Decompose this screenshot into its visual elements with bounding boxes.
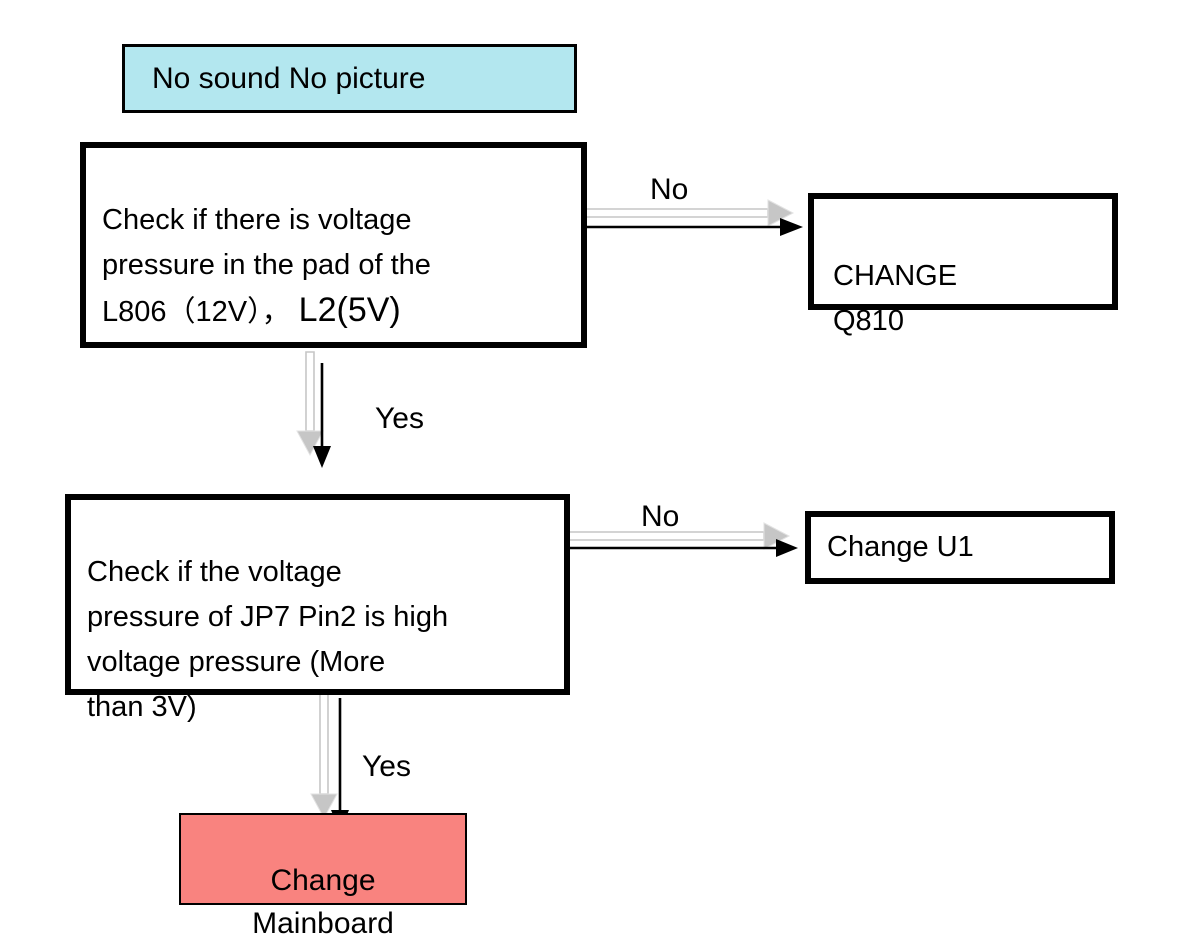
l2-text: L2(5V): [298, 291, 401, 329]
start-node-no-sound-no-picture: No sound No picture: [122, 44, 577, 113]
arrow-head: [780, 218, 803, 236]
arrow-shadow-head: [763, 522, 791, 550]
edge-label-yes-2: Yes: [362, 750, 411, 783]
action-node-text: CHANGE Q810: [833, 260, 958, 337]
arrow-shadow-head: [767, 199, 795, 227]
decision-node-text: Check if the voltage pressure of JP7 Pin…: [87, 556, 449, 723]
action-node-text: Change U1: [827, 531, 974, 563]
action-node-change-u1: Change U1: [805, 511, 1115, 584]
action-node-change-q810: CHANGE Q810: [808, 193, 1118, 337]
arrow-yes-to-mainboard: [310, 685, 349, 832]
arrow-head: [776, 539, 798, 557]
decision-node-check-voltage-l806-l2: Check if there is voltage pressure in th…: [80, 142, 587, 348]
start-node-label: No sound No picture: [152, 62, 426, 95]
edge-label-no-1: No: [650, 173, 689, 206]
l806-text: L806（12V），: [102, 296, 299, 328]
edge-label-no-2: No: [641, 500, 680, 533]
arrow-head: [313, 446, 331, 468]
action-node-change-mainboard: Change Mainboard: [179, 813, 467, 940]
decision-node-text: Check if there is voltage pressure in th…: [102, 204, 431, 281]
edge-label-yes-1: Yes: [375, 402, 424, 435]
arrow-shadow-head: [296, 430, 324, 457]
arrow-shadow: [571, 208, 769, 218]
arrow-shadow: [319, 685, 329, 795]
decision-node-text-line3: L806（12V）， L2(5V): [102, 288, 577, 335]
action-node-text: Change Mainboard: [252, 864, 394, 940]
decision-node-check-jp7-pin2: Check if the voltage pressure of JP7 Pin…: [65, 494, 570, 723]
